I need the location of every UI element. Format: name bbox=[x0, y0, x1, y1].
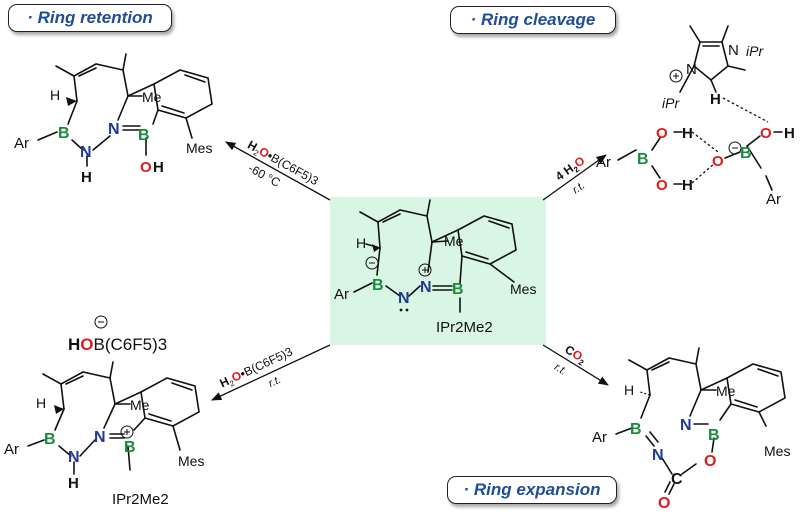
h-label: H bbox=[624, 382, 634, 398]
tag-ring-expansion: · Ring expansion bbox=[447, 476, 617, 504]
nitrogen-label: N bbox=[728, 42, 739, 59]
h-label: H bbox=[682, 125, 693, 142]
nitrogen-label: N bbox=[80, 144, 92, 161]
rt-label: r.t. bbox=[267, 374, 283, 390]
oxygen-label: O bbox=[712, 153, 724, 170]
tag-ring-retention: · Ring retention bbox=[8, 4, 172, 32]
arrow-ring-cleavage bbox=[542, 154, 607, 201]
boron-label: B bbox=[740, 145, 752, 162]
mes-label: Mes bbox=[186, 140, 212, 156]
ar-label: Ar bbox=[766, 191, 781, 208]
center-molecule: H Me Ar B N N B Mes IPr2Me2 bbox=[334, 199, 536, 336]
oxygen-label: O bbox=[658, 495, 670, 512]
h-label: H bbox=[784, 125, 795, 142]
ligand-label: IPr2Me2 bbox=[112, 491, 169, 508]
oxygen-label: O bbox=[656, 177, 668, 194]
svg-text:H2O•B(C6F5)3: H2O•B(C6F5)3 bbox=[218, 344, 296, 392]
nitrogen-label: N bbox=[108, 121, 120, 138]
nitrogen-label: N bbox=[398, 290, 410, 307]
svg-text:CO2: CO2 bbox=[561, 342, 589, 368]
nitrogen-label: N bbox=[420, 279, 432, 296]
product-hydroxyborate: HOB(C6F5)3 H Me A bbox=[4, 315, 204, 508]
boron-label: B bbox=[138, 127, 150, 144]
h-label: H bbox=[36, 395, 46, 411]
boron-label: B bbox=[708, 427, 720, 444]
conditions-expansion: CO2 r.t. bbox=[552, 342, 589, 378]
mes-label: Mes bbox=[764, 443, 790, 459]
nitrogen-label: N bbox=[686, 61, 697, 78]
product-ring-retention: H Me Ar B N N B H O H Mes bbox=[14, 53, 213, 186]
ar-label: Ar bbox=[596, 154, 611, 171]
rt-label: r.t. bbox=[552, 361, 569, 378]
h-label: H bbox=[81, 169, 92, 186]
nitrogen-label: N bbox=[652, 447, 664, 464]
oxygen-label: O bbox=[704, 453, 716, 470]
h-label: H bbox=[356, 235, 366, 251]
me-label: Me bbox=[716, 383, 736, 399]
h-label: H bbox=[682, 177, 693, 194]
h-label: H bbox=[710, 91, 721, 108]
ipr-label: iPr bbox=[746, 43, 764, 59]
boron-label: B bbox=[124, 439, 136, 456]
ligand-label: IPr2Me2 bbox=[436, 319, 493, 336]
nitrogen-label: N bbox=[94, 429, 106, 446]
oxygen-label: O bbox=[760, 125, 772, 142]
arrow-hydroxyborate bbox=[211, 344, 331, 401]
arrow-ring-retention bbox=[225, 141, 331, 201]
conditions-hydroxyborate: H2O•B(C6F5)3 r.t. bbox=[218, 344, 296, 392]
oxygen-label: O bbox=[140, 159, 152, 176]
boron-label: B bbox=[452, 281, 464, 298]
ar-label: Ar bbox=[4, 441, 19, 458]
boron-label: B bbox=[44, 431, 56, 448]
boron-label: B bbox=[372, 277, 384, 294]
carbon-label: C bbox=[671, 471, 683, 488]
boron-label: B bbox=[58, 125, 70, 142]
h-label: H bbox=[68, 475, 79, 492]
reaction-arrows bbox=[211, 141, 609, 401]
center-highlight bbox=[330, 197, 546, 345]
mes-label: Mes bbox=[178, 453, 204, 469]
product-ring-cleavage: N N iPr iPr H Ar B O H O H O B O H Ar bbox=[596, 25, 795, 208]
tag-ring-cleavage: · Ring cleavage bbox=[450, 6, 616, 34]
svg-text:HOB(C6F5)3: HOB(C6F5)3 bbox=[68, 335, 167, 354]
nitrogen-label: N bbox=[680, 417, 692, 434]
ar-label: Ar bbox=[592, 429, 607, 446]
h-label: H bbox=[153, 159, 164, 176]
oxygen-label: O bbox=[656, 125, 668, 142]
mes-label: Mes bbox=[510, 281, 536, 297]
product-ring-expansion: H Me Ar B N N B C O O Mes bbox=[592, 347, 790, 512]
me-label: Me bbox=[142, 89, 162, 105]
ar-label: Ar bbox=[14, 135, 29, 152]
boron-label: B bbox=[630, 421, 642, 438]
me-label: Me bbox=[130, 397, 150, 413]
boron-label: B bbox=[637, 151, 649, 168]
arrow-ring-expansion bbox=[542, 344, 609, 386]
counter-anion-label: B(C6F5)3 bbox=[94, 335, 168, 354]
ar-label: Ar bbox=[334, 286, 349, 303]
rt-label: r.t. bbox=[570, 180, 587, 197]
nitrogen-label: N bbox=[68, 449, 80, 466]
me-label: Me bbox=[444, 233, 464, 249]
ipr-label: iPr bbox=[662, 95, 680, 111]
h-label: H bbox=[50, 87, 60, 103]
